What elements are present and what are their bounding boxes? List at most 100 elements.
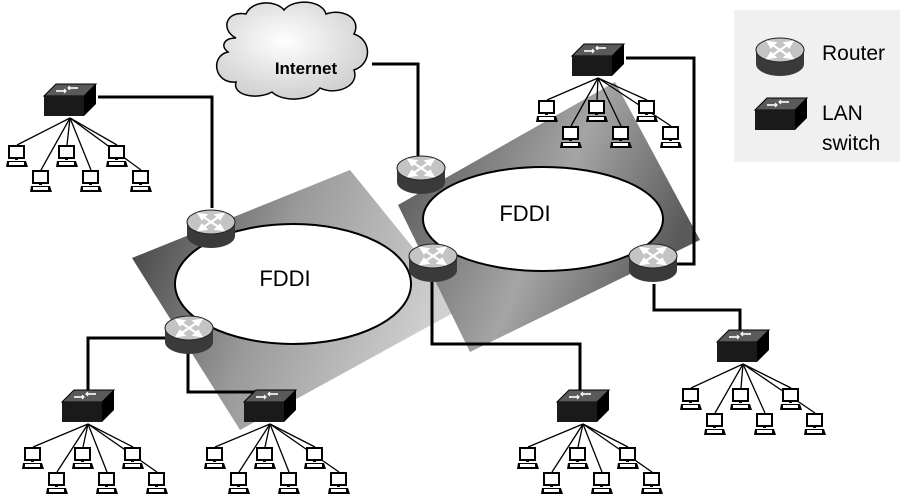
workstation-icon — [278, 472, 300, 495]
workstation-icon — [56, 145, 78, 168]
workstation-icon — [204, 447, 226, 470]
legend-router-label: Router — [822, 42, 885, 65]
drop-line — [32, 423, 89, 448]
workstation-icon — [130, 170, 152, 193]
drop-line — [582, 423, 653, 473]
link-bottomleft-switch — [86, 336, 168, 392]
workstation-icon — [304, 447, 326, 470]
fddi-ring-left — [174, 223, 412, 345]
workstation-icon — [6, 145, 28, 168]
drop-line — [714, 363, 744, 414]
drop-line — [69, 117, 118, 146]
workstation-cluster — [6, 117, 152, 193]
lan-switch-icon — [754, 97, 808, 131]
drop-line — [69, 117, 142, 171]
drop-line — [690, 363, 744, 389]
drop-line — [238, 423, 271, 473]
drop-line — [269, 423, 340, 473]
workstation-icon — [660, 126, 682, 149]
drop-line — [269, 423, 290, 473]
workstation-icon — [591, 472, 613, 495]
legend-switch-label-line2: switch — [822, 132, 880, 155]
link-topleft-switch — [98, 95, 214, 208]
drop-line — [577, 423, 584, 448]
internet-label: Internet — [275, 59, 338, 78]
workstation-icon — [106, 145, 128, 168]
drop-line — [527, 423, 584, 448]
drop-line — [87, 423, 108, 473]
workstation-icon — [22, 447, 44, 470]
drop-line — [570, 77, 599, 127]
drop-line — [69, 117, 92, 171]
cloud-icon — [215, 1, 369, 100]
links — [86, 56, 742, 400]
drop-line — [551, 423, 584, 473]
drop-line — [214, 423, 271, 448]
router-icon — [628, 242, 678, 284]
link-topright-switch — [626, 56, 696, 266]
workstation-icon — [146, 472, 168, 495]
workstation-cluster — [680, 363, 826, 436]
drop-line — [269, 423, 316, 448]
drop-line — [740, 363, 744, 389]
lan-switch-icon — [571, 43, 625, 77]
fddi-ring-left-label: FDDI — [259, 266, 310, 291]
drop-line — [742, 363, 792, 389]
workstation-icon — [730, 388, 752, 411]
workstation-icon — [46, 472, 68, 495]
workstation-icon — [680, 388, 702, 411]
drop-line — [264, 423, 271, 448]
workstation-cluster — [517, 423, 663, 495]
workstation-icon — [586, 100, 608, 123]
drop-line — [597, 77, 648, 101]
link-internet — [372, 62, 420, 158]
workstation-icon — [96, 472, 118, 495]
workstation-icon — [560, 126, 582, 149]
workstation-icon — [567, 447, 589, 470]
workstation-cluster — [536, 77, 682, 149]
workstation-icon — [610, 126, 632, 149]
drop-line — [596, 77, 599, 101]
workstation-icon — [641, 472, 663, 495]
router-icon — [186, 208, 236, 250]
lan-switch-icon — [61, 389, 115, 423]
drop-line — [742, 363, 766, 414]
workstation-icon — [328, 472, 350, 495]
workstation-cluster — [204, 423, 350, 495]
drop-line — [40, 117, 71, 171]
workstation-cluster — [22, 423, 168, 495]
workstation-icon — [617, 447, 639, 470]
fddi-ring-right — [422, 166, 664, 272]
drop-line — [742, 363, 816, 414]
fddi-ring-right-label: FDDI — [499, 201, 550, 226]
workstation-icon — [228, 472, 250, 495]
workstation-icon — [704, 413, 726, 436]
workstation-icon — [30, 170, 52, 193]
router-icon — [164, 314, 214, 356]
workstation-icon — [254, 447, 276, 470]
router-icon — [408, 242, 458, 284]
router-icon — [396, 154, 446, 196]
workstation-icon — [517, 447, 539, 470]
drop-line — [66, 117, 71, 146]
drop-line — [582, 423, 629, 448]
legend-background — [734, 10, 900, 162]
drop-line — [87, 423, 158, 473]
drop-line — [87, 423, 134, 448]
workstation-icon — [780, 388, 802, 411]
drop-line — [597, 77, 672, 127]
workstation-icon — [541, 472, 563, 495]
drop-line — [597, 77, 622, 127]
workstation-icon — [536, 100, 558, 123]
workstation-icon — [804, 413, 826, 436]
drop-line — [16, 117, 71, 146]
link-right-switch — [652, 284, 742, 330]
legend-switch-label-line1: LAN — [822, 102, 863, 125]
workstation-icon — [754, 413, 776, 436]
workstation-icon — [80, 170, 102, 193]
link-bottom-switch — [430, 282, 582, 392]
legend: Router LAN switch — [734, 10, 900, 162]
drop-line — [546, 77, 599, 101]
router-icon — [755, 36, 805, 78]
